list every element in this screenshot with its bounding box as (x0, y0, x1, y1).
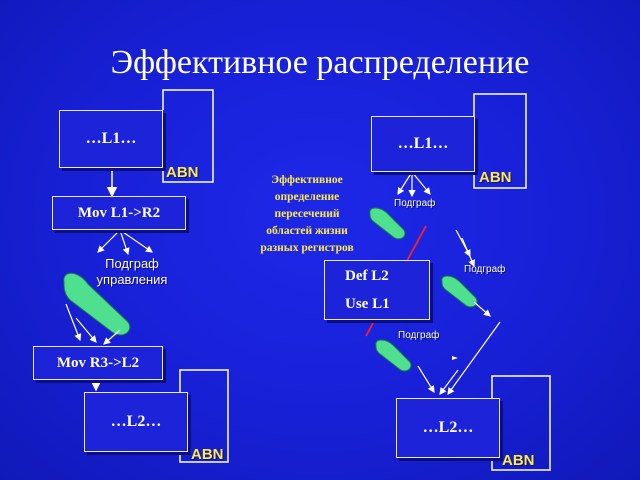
use-l1-line: Use L1 (345, 296, 390, 312)
right-fan-in (439, 369, 459, 395)
note-line: пересечений (274, 208, 340, 220)
left-fan-arrow (119, 229, 130, 256)
def-use-box: Def L2 Use L1 (324, 260, 430, 320)
right-fan-arrow (473, 301, 491, 317)
left-loop-box-l1: …L1… (59, 110, 163, 168)
small-arrowhead (452, 356, 458, 360)
right-fan-arrow (461, 237, 475, 268)
left-mov-r3-l2-box: Mov R3->L2 (33, 346, 163, 380)
left-loop-edge-bottom (179, 369, 229, 463)
right-subgraph-3-shape (375, 339, 412, 372)
right-fan-in (417, 365, 435, 394)
left-subgraph-label-line2: управления (96, 272, 168, 287)
note-line: Эффективное (271, 174, 343, 186)
right-abn-label-bottom: ABN (502, 452, 535, 469)
effective-definition-note: Эффективное определение пересечений обла… (246, 172, 368, 257)
right-abn-label-top: ABN (479, 169, 512, 186)
left-fan-in (75, 317, 97, 343)
right-subgraph-1-label: Подграф (394, 198, 436, 209)
left-loop-box-l2: …L2… (84, 392, 188, 452)
def-l2-line: Def L2 (345, 268, 389, 284)
right-fan-arrow (397, 171, 413, 196)
left-subgraph-label-line1: Подграф (105, 256, 159, 271)
slide-title: Эффективное распределение (110, 44, 530, 81)
left-abn-label-bottom: ABN (191, 446, 224, 463)
right-loop-box-l2: …L2… (396, 398, 500, 458)
right-subgraph-3-label: Подграф (398, 330, 440, 341)
left-fan-arrow (119, 229, 153, 253)
right-subgraph-1-shape (369, 207, 406, 240)
right-loop-box-l1: …L1… (371, 116, 475, 172)
left-subgraph-shape (63, 272, 131, 336)
right-fan-in (447, 321, 501, 395)
left-fan-arrow (97, 229, 121, 253)
note-line: областей жизни (266, 225, 348, 237)
left-loop-edge-top (162, 89, 214, 183)
right-subgraph-2-shape (441, 275, 478, 308)
right-subgraph-2-label: Подграф (464, 264, 506, 275)
left-subgraph-label: Подграф управления (86, 256, 178, 288)
left-fan-in (65, 303, 82, 342)
right-loop-edge-bottom (491, 375, 551, 471)
left-mov-l1-r2-box: Mov L1->R2 (52, 196, 186, 230)
left-abn-label-top: ABN (166, 164, 199, 181)
note-line: определение (274, 191, 340, 203)
right-fan-arrow (411, 171, 431, 195)
note-line: разных регистров (260, 242, 354, 254)
left-fan-in (103, 329, 121, 345)
right-loop-edge-top (473, 93, 527, 189)
